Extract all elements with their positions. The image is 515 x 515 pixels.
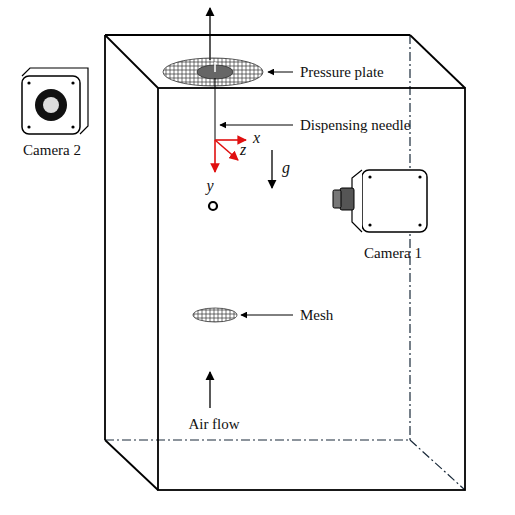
leader-line xyxy=(241,315,293,316)
part-label: Pressure plate xyxy=(300,64,384,81)
part-label: Mesh xyxy=(300,307,333,324)
axis-label: x xyxy=(253,129,260,147)
axis-label: y xyxy=(206,177,213,195)
axis-label: z xyxy=(240,141,246,159)
dispensing-needle xyxy=(215,78,216,140)
camera-label: Camera 2 xyxy=(23,142,81,159)
flow-label: Air flow xyxy=(188,416,239,433)
pressure-plate xyxy=(163,58,263,86)
axes xyxy=(215,140,246,172)
symbol-label: g xyxy=(282,159,290,177)
camera-1 xyxy=(333,170,427,232)
airflow-arrow xyxy=(209,372,210,408)
outflow-arrow xyxy=(209,8,210,60)
camera-label: Camera 1 xyxy=(364,245,422,262)
droplet xyxy=(209,202,217,210)
leader-line xyxy=(220,125,293,126)
leader-line xyxy=(268,72,293,73)
hidden-edges xyxy=(105,35,465,490)
camera-2 xyxy=(22,68,88,134)
tunnel-box xyxy=(105,35,465,490)
mesh xyxy=(193,308,237,322)
part-label: Dispensing needle xyxy=(300,117,410,134)
gravity-arrow xyxy=(271,150,272,188)
